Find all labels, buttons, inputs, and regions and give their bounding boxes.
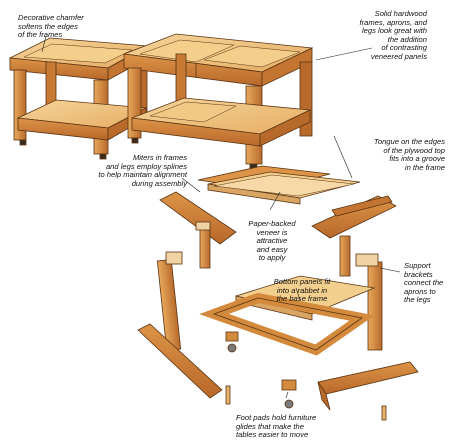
callout-paper-backed: Paper-backed veneer is attractive and ea…: [248, 219, 296, 263]
callout-decorative-chamfer: Decorative chamfer softens the edges of …: [18, 13, 84, 40]
callout-foot-pads: Foot pads hold furniture glides that mak…: [236, 413, 317, 440]
callout-solid-hardwood: Solid hardwood frames, aprons, and legs …: [359, 9, 427, 61]
exploded-view: [137, 165, 419, 421]
end-table-assembled: [8, 37, 150, 160]
callout-bottom-panels: Bottom panels fit into a rabbet in the b…: [273, 277, 331, 304]
callout-support-brackets: Support brackets connect the aprons to t…: [404, 261, 444, 305]
veneer-sheet: [213, 174, 355, 197]
callout-tongue: Tongue on the edges of the plywood top f…: [373, 137, 445, 172]
coffee-table-assembled: [123, 33, 314, 170]
callout-miters: Miters in frames and legs employ splines…: [98, 153, 187, 188]
leader-lines: [41, 35, 401, 399]
